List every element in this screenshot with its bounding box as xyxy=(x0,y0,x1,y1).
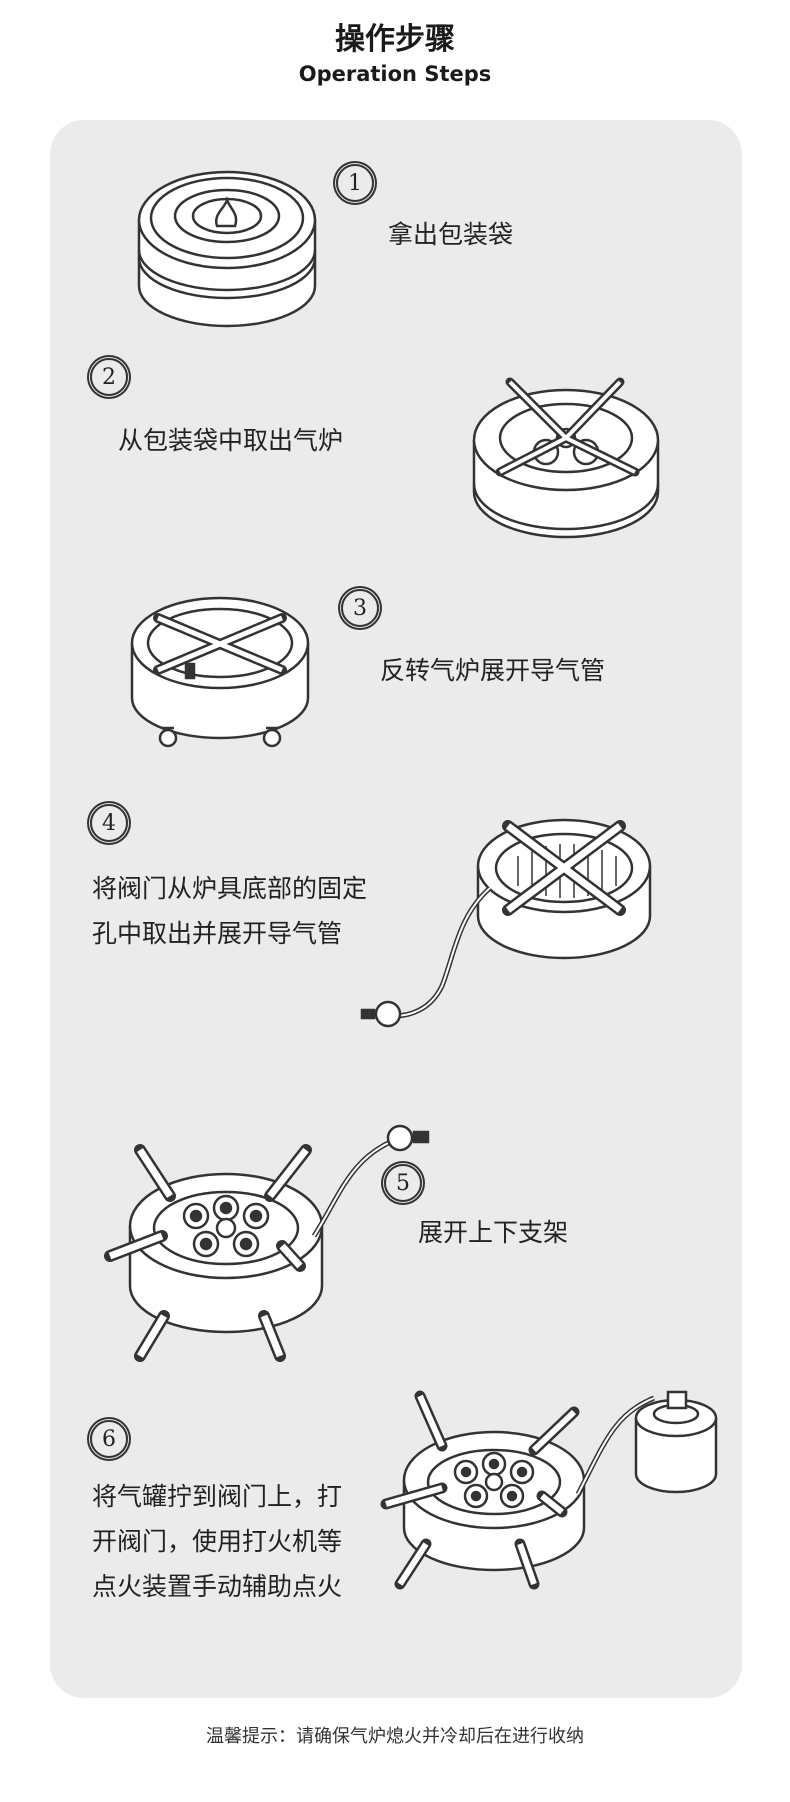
step-2-text: 从包装袋中取出气炉 xyxy=(118,418,343,463)
step-6-line-3: 点火装置手动辅助点火 xyxy=(92,1572,343,1601)
step-1-line-1: 拿出包装袋 xyxy=(388,220,514,249)
stove-with-gas-canister-illustration xyxy=(380,1390,718,1590)
step-4-number: 4 xyxy=(90,804,128,842)
inverted-stove-illustration xyxy=(130,596,310,748)
step-3-number: 3 xyxy=(341,589,379,627)
step-2-line-1: 从包装袋中取出气炉 xyxy=(118,426,344,455)
stove-open-legs-illustration xyxy=(104,1124,430,1362)
footer-note: 温馨提示：请确保气炉熄火并冷却后在进行收纳 xyxy=(206,1726,584,1747)
step-6-text: 将气罐拧到阀门上，打 开阀门，使用打火机等 点火装置手动辅助点火 xyxy=(92,1474,342,1609)
stove-case-illustration xyxy=(137,170,317,328)
step-1-number: 1 xyxy=(336,164,374,202)
step-6-line-2: 开阀门，使用打火机等 xyxy=(92,1527,343,1556)
folded-stove-illustration xyxy=(472,377,660,539)
step-4-line-2: 孔中取出并展开导气管 xyxy=(92,919,343,948)
step-5-text: 展开上下支架 xyxy=(418,1210,568,1255)
step-2-number: 2 xyxy=(90,358,128,396)
step-4-text: 将阀门从炉具底部的固定 孔中取出并展开导气管 xyxy=(92,866,367,956)
step-5-number: 5 xyxy=(384,1164,422,1202)
page-title: 操作步骤 xyxy=(335,22,455,57)
step-6-line-1: 将气罐拧到阀门上，打 xyxy=(92,1482,343,1511)
page-subtitle: Operation Steps xyxy=(298,62,492,86)
step-4-line-1: 将阀门从炉具底部的固定 xyxy=(92,874,368,903)
stove-with-hose-illustration xyxy=(360,818,652,1028)
step-6-number: 6 xyxy=(90,1420,128,1458)
step-3-text: 反转气炉展开导气管 xyxy=(380,648,605,693)
step-5-line-1: 展开上下支架 xyxy=(418,1218,569,1247)
step-1-text: 拿出包装袋 xyxy=(388,212,513,257)
step-3-line-1: 反转气炉展开导气管 xyxy=(380,656,606,685)
